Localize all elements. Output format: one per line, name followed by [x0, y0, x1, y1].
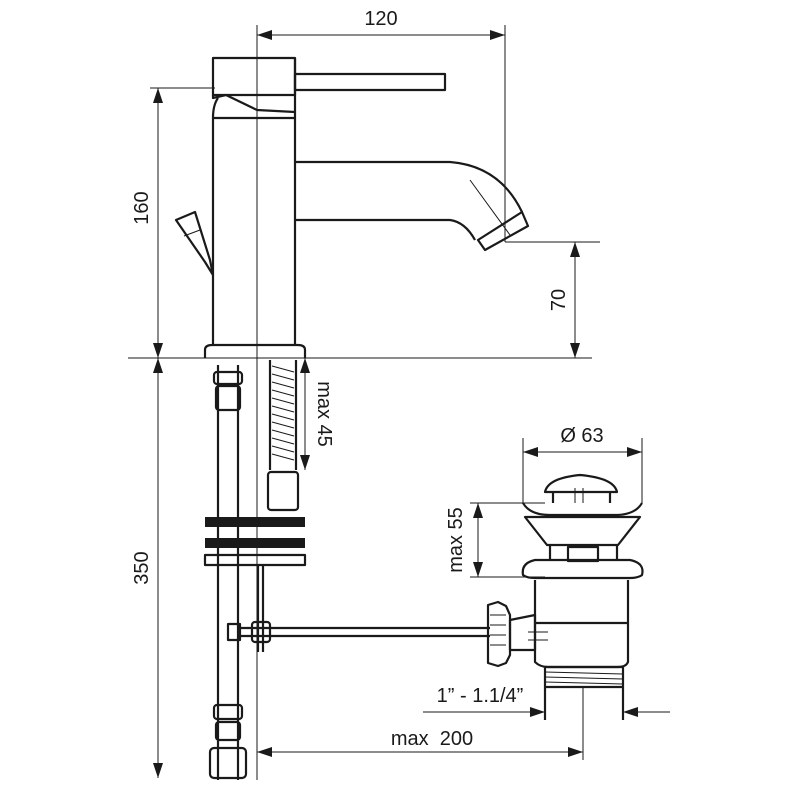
nut: [266, 470, 300, 512]
dimension-label: Ø 63: [560, 425, 603, 447]
dimension-label: max 45: [313, 381, 335, 447]
popup-handle: [174, 210, 215, 277]
dimension-drain-diameter: Ø 63: [522, 425, 643, 503]
washers: [203, 517, 307, 567]
faucet-spout: [295, 160, 523, 213]
faucet-lever: [293, 72, 447, 92]
dimension-label: 70: [548, 289, 570, 311]
dimension-hose-length: 350: [131, 358, 163, 778]
dimension-drain-thread: 1” - 1.1/4”: [423, 685, 670, 717]
pull-rod: [226, 565, 490, 652]
flexible-hose: [208, 365, 248, 780]
dimension-drain-height: max 55: [445, 502, 545, 578]
popup-drain: [486, 473, 644, 760]
dimension-faucet-height: 160: [131, 87, 215, 358]
dimension-spout-reach: 120: [256, 8, 506, 780]
dimension-label: 1” - 1.1/4”: [437, 685, 524, 707]
hex-nut: [486, 600, 512, 668]
aerator: [476, 210, 530, 252]
dimension-label: 160: [131, 191, 153, 224]
dimension-spout-height: 70: [505, 241, 600, 358]
dimension-label: 350: [131, 551, 153, 584]
threaded-rod: max 45: [266, 358, 335, 512]
dimension-rod-reach: max 200: [257, 728, 583, 757]
faucet-body: [174, 56, 530, 358]
faucet-base: [203, 343, 307, 358]
dimension-label: max 55: [445, 507, 467, 573]
dimension-label: max 200: [391, 728, 473, 750]
dimension-label: 120: [364, 8, 397, 30]
